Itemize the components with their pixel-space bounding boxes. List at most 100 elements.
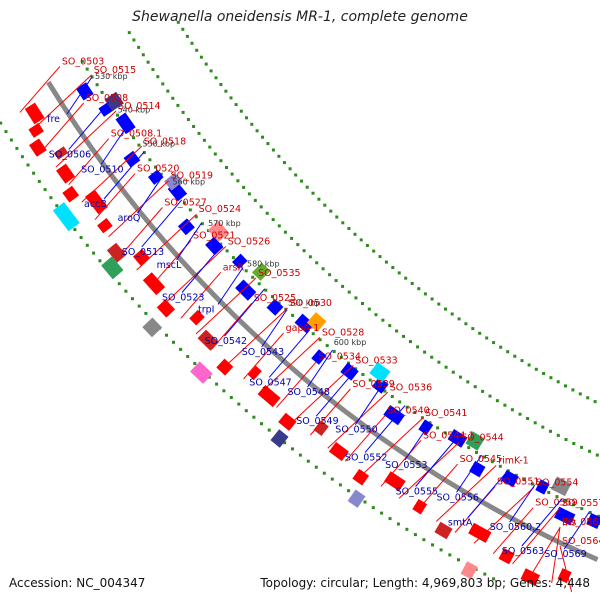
forward-label-leader: [227, 307, 288, 365]
gc-track-tick: [556, 380, 560, 384]
gc-track-tick: [192, 125, 196, 128]
gc-track-tick: [396, 522, 400, 526]
reverse-gene: [294, 313, 315, 334]
forward-gene-label: SO_0559: [535, 498, 577, 509]
gc-track-tick: [252, 415, 256, 419]
forward-gene: [29, 138, 47, 157]
gc-track-tick: [215, 382, 219, 386]
gc-track-tick: [595, 453, 599, 457]
scale-label: 540 kbp: [118, 106, 151, 115]
reverse-gene-label: SO_0506: [49, 149, 91, 160]
gc-track-tick: [188, 208, 192, 212]
gc-track-tick: [200, 222, 204, 226]
gc-track-tick: [572, 503, 575, 507]
gc-track-tick: [359, 238, 363, 242]
gc-track-tick: [124, 289, 128, 293]
reverse-gene-label: SO_0550: [335, 425, 377, 436]
gc-track-tick: [154, 165, 157, 169]
forward-gene: [498, 548, 515, 565]
forward-label-leader: [243, 332, 284, 380]
gc-track-tick: [144, 311, 148, 315]
forward-label-leader: [559, 545, 573, 593]
gc-track-tick: [156, 75, 160, 79]
gc-track-tick: [444, 365, 448, 369]
gc-track-tick: [137, 143, 141, 147]
feature-block: [347, 489, 366, 508]
genome-backbone: [46, 80, 599, 562]
gc-track-tick: [267, 428, 271, 432]
gc-track-tick: [43, 188, 47, 192]
forward-label-leader: [108, 180, 169, 238]
reverse-gene: [340, 362, 359, 381]
reverse-gene-label: SO_0523: [162, 293, 204, 304]
gc-track-tick: [328, 273, 332, 277]
gc-track-tick: [253, 198, 257, 202]
gc-track-tick: [283, 230, 287, 234]
reverse-gene-label: smtA: [448, 518, 473, 529]
gc-track-tick: [341, 284, 345, 288]
gc-track-tick: [166, 89, 170, 93]
forward-gene-label: SO_0520: [137, 164, 179, 175]
gc-track-tick: [197, 131, 201, 135]
gc-track-tick: [194, 215, 198, 219]
gc-track-tick: [405, 527, 409, 531]
gc-track-tick: [383, 389, 387, 393]
feature-block: [252, 262, 271, 281]
gc-track-tick: [100, 90, 104, 94]
feature-block: [460, 561, 478, 580]
gc-track-tick: [372, 249, 376, 253]
gc-track-tick: [214, 76, 218, 80]
gc-track-tick: [148, 158, 152, 162]
scale-label: 530 kbp: [95, 72, 128, 81]
forward-gene-label: SO_0526: [228, 237, 270, 248]
gc-track-tick: [314, 465, 318, 469]
forward-gene-label: SO_0545: [460, 454, 502, 465]
gc-track-tick: [384, 260, 388, 264]
forward-gene-label: SO_0551: [497, 477, 539, 488]
gc-track-tick: [371, 506, 375, 510]
forward-gene-label: rimK-1: [498, 456, 529, 467]
gc-track-tick: [498, 464, 502, 468]
gc-track-tick: [244, 269, 248, 273]
gc-track-tick: [259, 205, 263, 209]
feature-block: [369, 361, 391, 383]
reverse-gene: [123, 150, 141, 168]
gc-track-tick: [127, 31, 131, 35]
forward-gene: [328, 442, 349, 462]
gc-track-tick: [492, 341, 496, 345]
gc-track-tick: [492, 577, 496, 581]
gc-track-tick: [367, 307, 371, 311]
forward-gene-label: SO_0535: [258, 268, 300, 279]
gc-track-tick: [542, 372, 546, 375]
gc-track-tick: [374, 313, 378, 317]
gc-track-tick: [242, 185, 246, 189]
gc-track-tick: [291, 447, 294, 451]
gc-track-tick: [0, 121, 3, 125]
feature-block: [101, 256, 124, 280]
reverse-label-leader: [307, 349, 333, 388]
gc-track-tick: [459, 375, 462, 379]
gc-track-tick: [402, 334, 405, 338]
gc-track-tick: [185, 34, 189, 38]
gc-track-tick: [186, 118, 190, 121]
gc-track-tick: [219, 83, 223, 86]
gc-track-tick: [142, 151, 146, 154]
scale-label: 600 kbp: [334, 338, 367, 347]
reverse-gene-label: SO_0513: [122, 247, 164, 258]
gc-track-tick: [330, 477, 334, 481]
forward-label-leader: [362, 417, 424, 475]
gc-track-tick: [430, 355, 434, 359]
gc-track-tick: [522, 478, 526, 482]
reverse-gene: [205, 236, 224, 256]
gc-track-tick: [533, 421, 537, 425]
gc-track-tick: [378, 255, 382, 259]
gc-track-tick: [9, 138, 13, 142]
gc-track-tick: [321, 267, 325, 271]
gc-track-tick: [176, 20, 180, 24]
gc-track-tick: [473, 385, 477, 389]
gc-track-tick: [381, 318, 385, 322]
reverse-gene: [383, 404, 405, 426]
reverse-gene-label: SO_0563: [502, 546, 544, 557]
gc-track-tick: [420, 416, 424, 420]
gc-track-tick: [353, 232, 357, 236]
